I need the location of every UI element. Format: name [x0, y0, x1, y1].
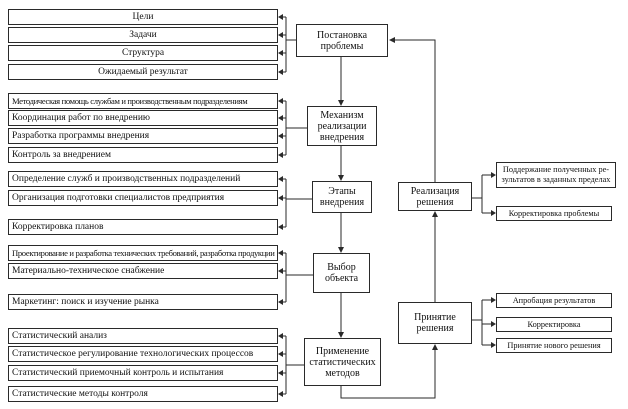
stage-implementation-mechanism: Механизм реализации внедрения [307, 106, 377, 146]
methods-item-acceptance-control: Статистический приемочный контроль и исп… [8, 365, 278, 381]
mechanism-item-methodical-help: Методическая помощь службам и производст… [8, 93, 278, 109]
methods-item-process-regulation: Статистическое регулирование технологиче… [8, 346, 278, 362]
decision-item-new-decision: Принятие нового решения [496, 338, 612, 353]
realization-item-problem-correction: Корректировка проблемы [496, 206, 612, 221]
methods-item-analysis: Статистический анализ [8, 328, 278, 344]
decision-item-approbation: Апробация результатов [496, 293, 612, 308]
stage-solution-realization: Реализация решения [398, 182, 472, 211]
phases-item-training: Организация подготовки специалистов пред… [8, 190, 278, 206]
problem-item-tasks: Задачи [8, 27, 278, 43]
stage-problem-statement: Постановка проблемы [296, 24, 388, 57]
methods-item-control-methods: Статистические методы контроля [8, 386, 278, 402]
stage-statistical-methods: Применение статистических методов [304, 338, 381, 386]
stage-decision-making: Принятие решения [398, 302, 472, 344]
mechanism-item-coordination: Координация работ по внедрению [8, 110, 278, 126]
phases-item-plan-correction: Корректировка планов [8, 219, 278, 235]
stage-implementation-phases: Этапы внедрения [312, 181, 372, 213]
problem-item-structure: Структура [8, 45, 278, 61]
object-item-supply: Материально-техническое снабжение [8, 263, 278, 279]
problem-item-expected-result: Ожидаемый результат [8, 64, 278, 80]
mechanism-item-program-development: Разработка программы внедрения [8, 128, 278, 144]
decision-item-correction: Корректировка [496, 317, 612, 332]
mechanism-item-control: Контроль за внедрением [8, 147, 278, 163]
object-item-marketing: Маркетинг: поиск и изучение рынка [8, 294, 278, 310]
object-item-design: Проектирование и разработка технических … [8, 245, 278, 261]
realization-item-maintain-results: Поддержание полученных ре- зультатов в з… [496, 162, 616, 188]
phases-item-services-definition: Определение служб и производственных под… [8, 171, 278, 187]
problem-item-goals: Цели [8, 9, 278, 25]
stage-object-selection: Выбор объекта [313, 253, 370, 293]
